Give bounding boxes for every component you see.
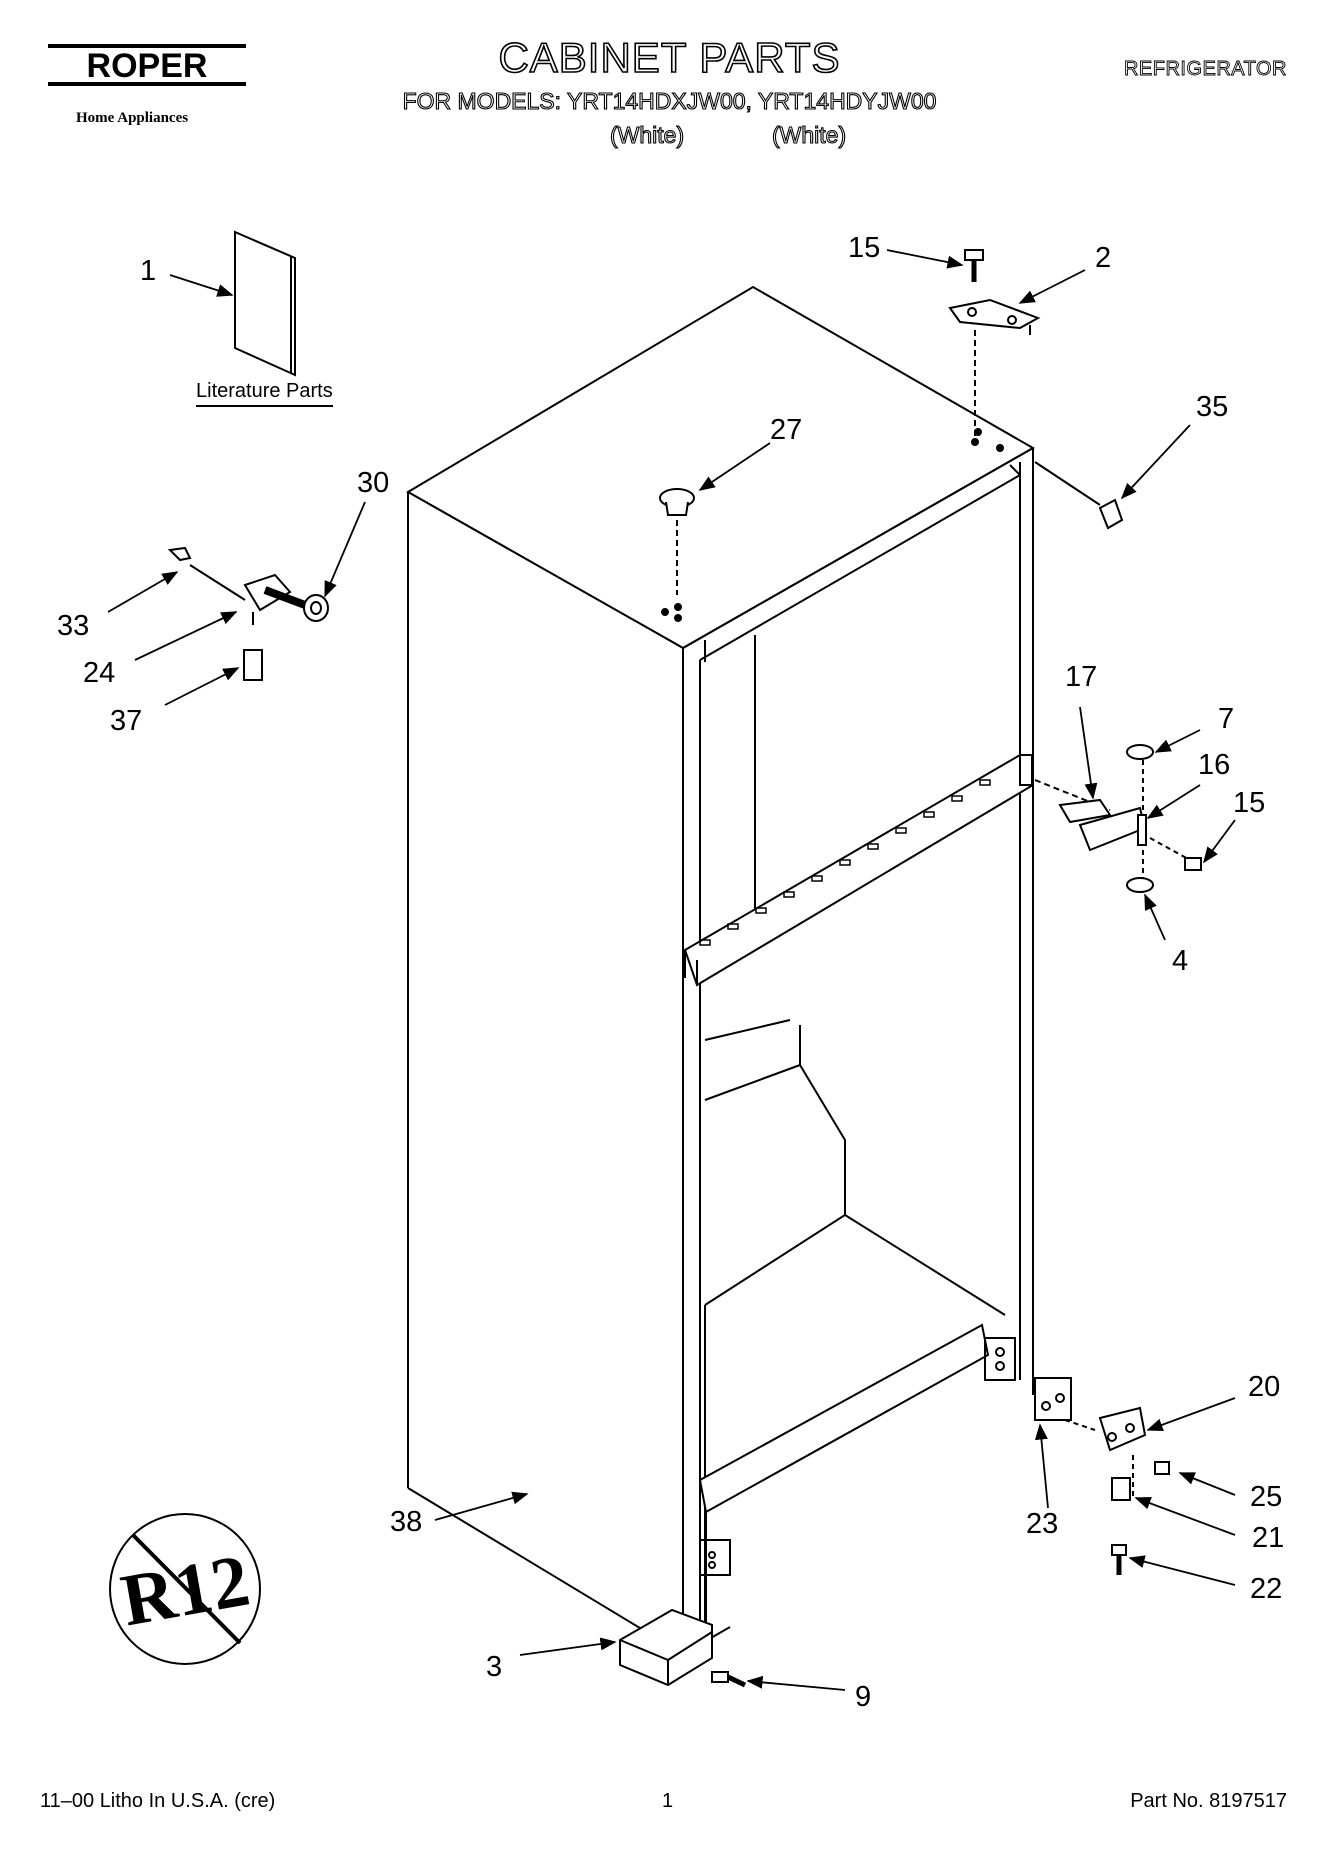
callout-2: 2 <box>1095 242 1112 274</box>
leveler-bracket-icon <box>619 1608 747 1688</box>
callout-3: 3 <box>486 1651 503 1683</box>
footer-print-info: 11–00 Litho In U.S.A. (cre) <box>40 1790 276 1812</box>
model-color-2: (White) <box>771 121 847 148</box>
callout-15-top: 15 <box>848 232 881 264</box>
callout-30: 30 <box>357 467 390 499</box>
callout-22: 22 <box>1250 1573 1283 1605</box>
center-hinge-icon <box>1034 744 1202 893</box>
literature-parts-label: Literature Parts <box>196 380 333 407</box>
footer-part-number: Part No. 8197517 <box>1130 1790 1287 1812</box>
page-title: CABINET PARTS <box>498 33 841 82</box>
roper-logo: ROPER <box>48 44 246 86</box>
footer-page-number: 1 <box>662 1790 674 1812</box>
callout-1: 1 <box>140 255 157 287</box>
model-color-1: (White) <box>609 121 685 148</box>
badge-text: R12 <box>115 1540 255 1643</box>
plug-icon <box>659 488 695 595</box>
callout-15-mid: 15 <box>1233 787 1266 819</box>
top-hinge-icon <box>948 298 1041 440</box>
callout-35: 35 <box>1196 391 1229 423</box>
callout-25: 25 <box>1250 1481 1283 1513</box>
cabinet-shell <box>406 285 1036 1849</box>
callout-38: 38 <box>390 1506 423 1538</box>
callout-21: 21 <box>1252 1522 1285 1554</box>
callout-7: 7 <box>1218 703 1235 735</box>
callout-9: 9 <box>855 1681 872 1713</box>
callout-37: 37 <box>110 705 143 737</box>
callout-27: 27 <box>770 414 803 446</box>
callout-20: 20 <box>1248 1371 1281 1403</box>
callout-17: 17 <box>1065 661 1098 693</box>
callout-33: 33 <box>57 610 90 642</box>
literature-booklet-icon <box>234 230 296 377</box>
callout-24: 24 <box>83 657 116 689</box>
door-stop-assembly-icon <box>167 546 329 681</box>
screw-icon-top <box>964 249 984 282</box>
brand-subtitle: Home Appliances <box>76 110 189 126</box>
callout-16: 16 <box>1198 749 1231 781</box>
hinge-cap-icon <box>1034 461 1124 530</box>
no-r12-badge-icon: R12 <box>109 1513 261 1665</box>
brand-text: ROPER <box>87 47 208 85</box>
category-label: REFRIGERATOR <box>1123 58 1287 81</box>
models-line: FOR MODELS: YRT14HDXJW00, YRT14HDYJW00 <box>402 87 937 114</box>
callout-23: 23 <box>1026 1508 1059 1540</box>
callout-4: 4 <box>1172 945 1189 977</box>
bottom-hinge-icon <box>1034 1377 1170 1575</box>
